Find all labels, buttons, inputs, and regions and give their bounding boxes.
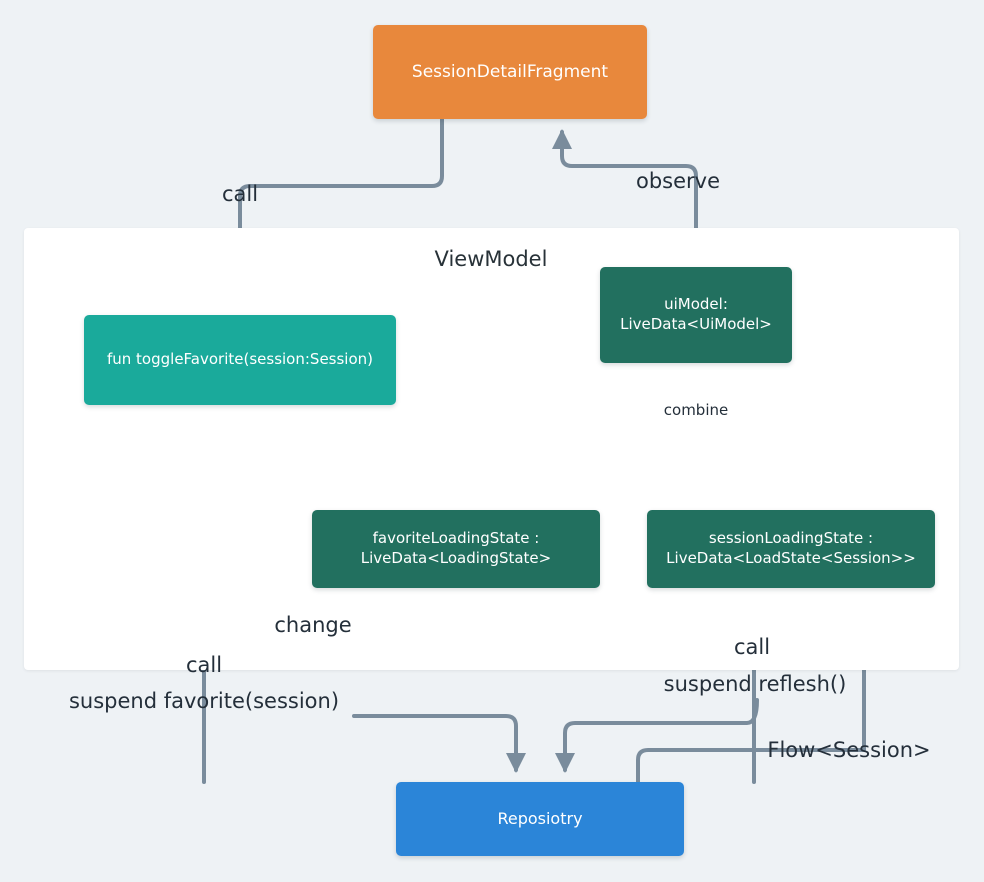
node-label: Reposiotry xyxy=(497,809,583,829)
node-session-loading-state[interactable]: sessionLoadingState : LiveData<LoadState… xyxy=(647,510,935,588)
edge-label-suspend-reflesh: suspend reflesh() xyxy=(663,672,847,696)
edge-label-call-toggle: call xyxy=(221,182,259,206)
edge-label-flow-session: Flow<Session> xyxy=(767,738,931,762)
node-label: favoriteLoadingState : LiveData<LoadingS… xyxy=(360,529,552,567)
edge-label-call-favorite: call xyxy=(185,653,223,677)
node-label: SessionDetailFragment xyxy=(411,61,609,82)
edge-label-change: change xyxy=(274,613,352,637)
edge-label-combine: combine xyxy=(663,401,729,419)
viewmodel-cluster-title: ViewModel xyxy=(434,247,548,271)
node-label: sessionLoadingState : LiveData<LoadState… xyxy=(666,529,916,567)
viewmodel-cluster xyxy=(24,228,959,670)
node-toggle-favorite[interactable]: fun toggleFavorite(session:Session) xyxy=(84,315,396,405)
edge-label-observe: observe xyxy=(635,169,721,193)
node-ui-model[interactable]: uiModel: LiveData<UiModel> xyxy=(600,267,792,363)
edge-label-suspend-favorite: suspend favorite(session) xyxy=(68,689,340,713)
node-label: fun toggleFavorite(session:Session) xyxy=(106,350,373,369)
edge-suspend-reflesh xyxy=(555,698,759,773)
node-session-detail-fragment[interactable]: SessionDetailFragment xyxy=(373,25,647,119)
node-favorite-loading-state[interactable]: favoriteLoadingState : LiveData<LoadingS… xyxy=(312,510,600,588)
edge-label-call-refresh: call xyxy=(733,635,771,659)
edge-suspend-favorite xyxy=(352,714,526,773)
node-repository[interactable]: Reposiotry xyxy=(396,782,684,856)
node-label: uiModel: LiveData<UiModel> xyxy=(620,295,772,333)
